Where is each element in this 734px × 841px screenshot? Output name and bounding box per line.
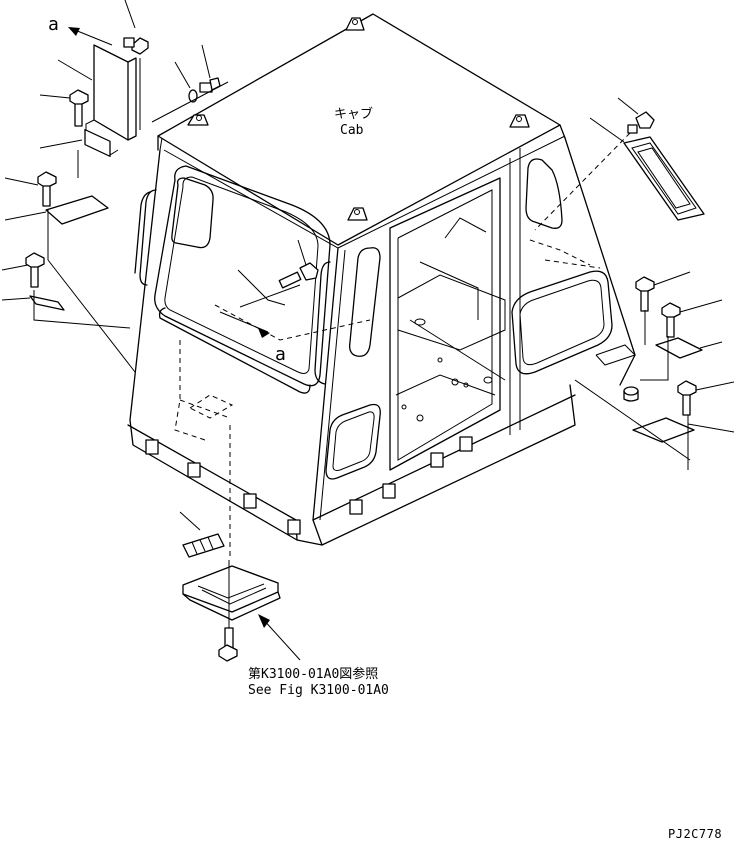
front-pillar-window xyxy=(349,247,381,357)
cab-label-en: Cab xyxy=(340,123,364,138)
drawing-code: PJ2C778 xyxy=(668,827,722,841)
reference-label-en: See Fig K3100-01A0 xyxy=(248,683,389,698)
front-opening xyxy=(389,177,501,471)
lower-front-window xyxy=(325,403,381,480)
bottom-cover xyxy=(182,565,281,621)
hex-bolt xyxy=(218,627,238,662)
svg-text:a: a xyxy=(48,14,59,35)
hex-bolt xyxy=(278,262,319,289)
roof-lifting-eye xyxy=(187,17,530,221)
bracket-plate xyxy=(84,44,137,158)
reference-arrow xyxy=(258,614,301,661)
seal-strip xyxy=(29,295,65,311)
hex-bolt xyxy=(677,380,697,416)
cover-plate xyxy=(632,417,695,443)
mount-blocks xyxy=(145,436,473,535)
bolt-with-washer xyxy=(188,77,221,103)
hex-bolt xyxy=(627,111,655,134)
view-arrow-a-mid: a xyxy=(219,311,286,365)
view-arrow-a-top: a xyxy=(48,14,113,46)
svg-text:a: a xyxy=(275,344,286,365)
door-window xyxy=(154,165,331,387)
rubber-blocks xyxy=(182,533,225,558)
window-glass xyxy=(623,136,705,221)
cover-plate xyxy=(45,195,109,225)
cover-plate xyxy=(655,337,703,359)
hex-bolt xyxy=(123,37,149,55)
hex-bolt xyxy=(69,89,89,127)
rear-small-window xyxy=(525,158,563,229)
hex-bolt xyxy=(661,302,681,338)
grab-rail-bottom xyxy=(158,307,311,394)
hex-bolt xyxy=(25,252,45,288)
drain-cap xyxy=(623,386,639,396)
side-window xyxy=(511,270,613,375)
hex-bolt xyxy=(37,171,57,207)
cab-label-jp: キャブ xyxy=(334,106,373,122)
upper-window xyxy=(171,177,214,249)
reference-label-jp: 第K3100-01A0図参照 xyxy=(248,666,378,682)
hex-bolt xyxy=(635,276,655,312)
grab-rail-front xyxy=(314,261,331,385)
grab-rail-left xyxy=(139,189,157,286)
cab-body xyxy=(127,13,639,546)
